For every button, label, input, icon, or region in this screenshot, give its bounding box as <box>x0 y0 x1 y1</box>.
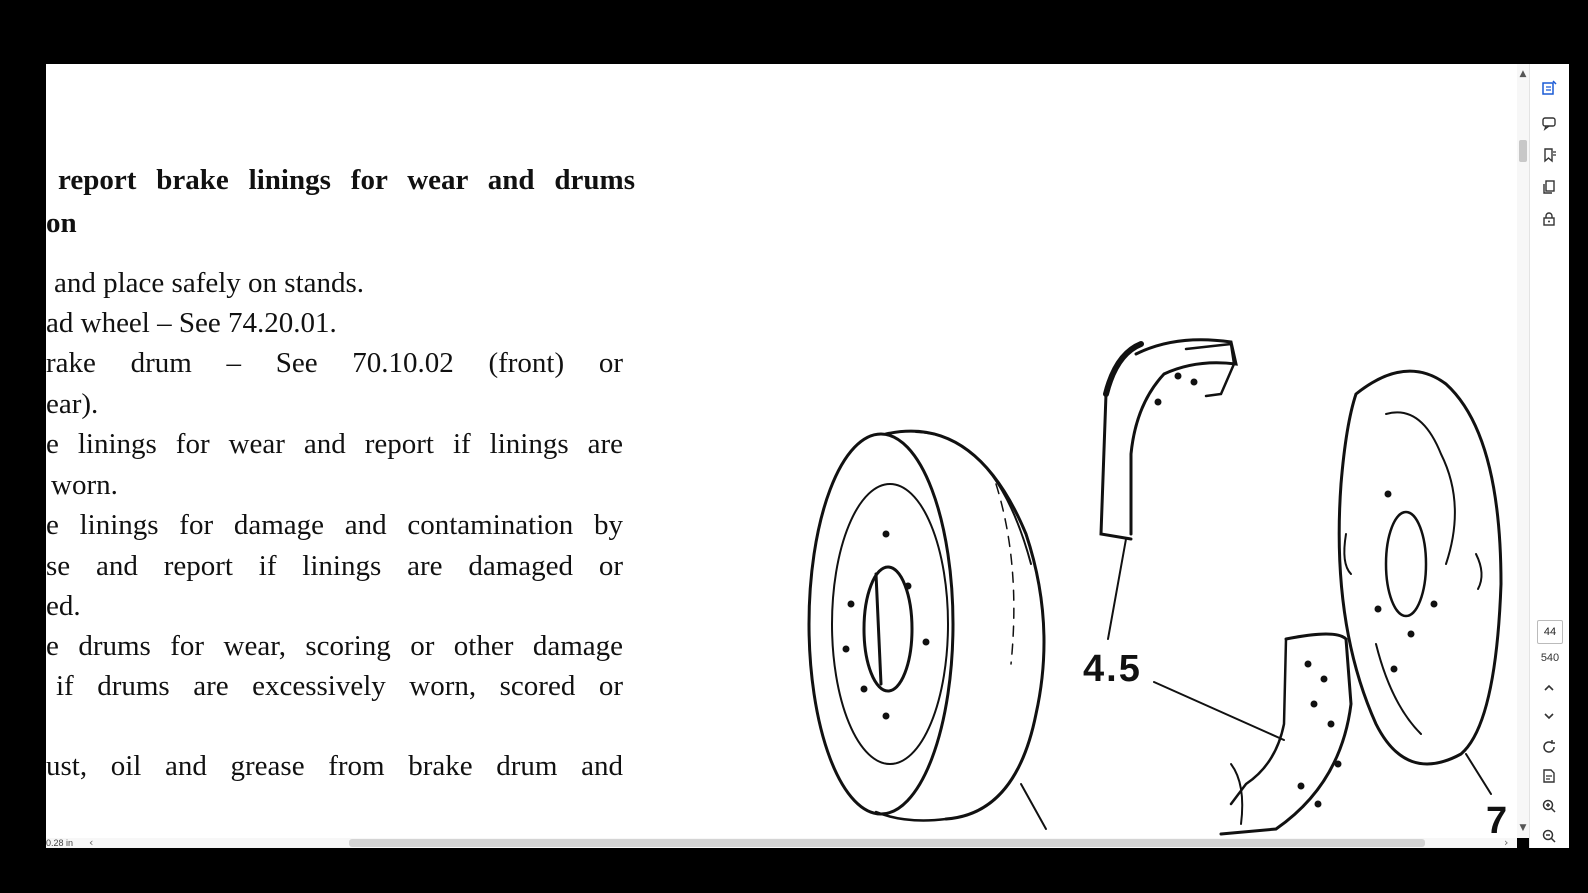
body-line: and place safely on stands. <box>54 267 365 299</box>
comment-icon <box>1542 117 1556 131</box>
scroll-up-arrow-icon[interactable]: ▲ <box>1519 69 1527 79</box>
brake-drum-drawing <box>807 429 1047 830</box>
comment-button[interactable] <box>1539 113 1559 133</box>
protect-icon <box>1543 212 1555 226</box>
vertical-scrollbar[interactable]: ▲ ▼ <box>1517 64 1529 838</box>
body-line: se and report if linings are damaged or <box>46 550 623 582</box>
body-line: if drums are excessively worn, scored or <box>56 670 623 702</box>
refresh-icon <box>1543 740 1555 753</box>
body-line: e linings for wear and report if linings… <box>46 428 623 460</box>
body-line: ed. <box>46 590 81 622</box>
upper-brake-shoe-drawing <box>1099 338 1238 640</box>
scroll-down-arrow-icon[interactable]: ▼ <box>1519 823 1527 833</box>
bookmark-icon <box>1544 148 1556 163</box>
zoom-in-button[interactable] <box>1539 796 1559 816</box>
bookmark-button[interactable] <box>1539 145 1559 165</box>
body-line: worn. <box>51 469 118 501</box>
chevron-down-icon <box>1544 713 1554 720</box>
body-line: e drums for wear, scoring or other damag… <box>46 630 623 662</box>
current-page-input[interactable]: 44 <box>1537 620 1563 644</box>
page-settings-button[interactable] <box>1539 766 1559 786</box>
scroll-right-arrow-icon[interactable]: › <box>1504 836 1509 849</box>
horizontal-scroll-thumb[interactable] <box>349 839 1425 847</box>
zoom-out-button[interactable] <box>1539 826 1559 846</box>
right-toolbar: 44 540 <box>1529 64 1569 848</box>
body-line: ear). <box>46 388 99 420</box>
protect-button[interactable] <box>1539 209 1559 229</box>
body-line: rake drum – See 70.10.02 (front) or <box>46 347 623 379</box>
heading-line-2: on <box>46 207 77 239</box>
zoom-in-icon <box>1542 799 1556 813</box>
edit-pdf-button[interactable] <box>1539 78 1559 98</box>
total-pages-label: 540 <box>1540 652 1560 664</box>
body-line: ad wheel – See 74.20.01. <box>46 307 337 339</box>
back-plate-drawing <box>1337 369 1503 795</box>
rotate-button[interactable] <box>1539 737 1559 757</box>
pages-button[interactable] <box>1539 177 1559 197</box>
callout-label-backplate: 7 <box>1486 800 1510 838</box>
vertical-scroll-thumb[interactable] <box>1519 140 1527 162</box>
horizontal-scrollbar[interactable]: 0.28 in ‹ › <box>46 836 1517 849</box>
scroll-left-arrow-icon[interactable]: ‹ <box>89 836 94 849</box>
pages-icon <box>1543 180 1555 194</box>
brake-assembly-illustration <box>807 338 1503 836</box>
body-line: e linings for damage and contamination b… <box>46 509 623 541</box>
previous-page-button[interactable] <box>1539 678 1559 698</box>
body-line: ust, oil and grease from brake drum and <box>46 750 623 782</box>
heading-line-1: report brake linings for wear and drums <box>58 164 635 196</box>
dimension-readout: 0.28 in <box>46 838 74 848</box>
callout-label-shoes: 4.5 <box>1083 648 1142 690</box>
chevron-up-icon <box>1544 684 1554 691</box>
lower-brake-shoe-drawing <box>1153 632 1353 836</box>
edit-pdf-icon <box>1542 80 1557 95</box>
next-page-button[interactable] <box>1539 706 1559 726</box>
document-viewport[interactable]: report brake linings for wear and drums … <box>46 64 1517 838</box>
zoom-out-icon <box>1542 829 1556 843</box>
page-settings-icon <box>1543 769 1555 783</box>
